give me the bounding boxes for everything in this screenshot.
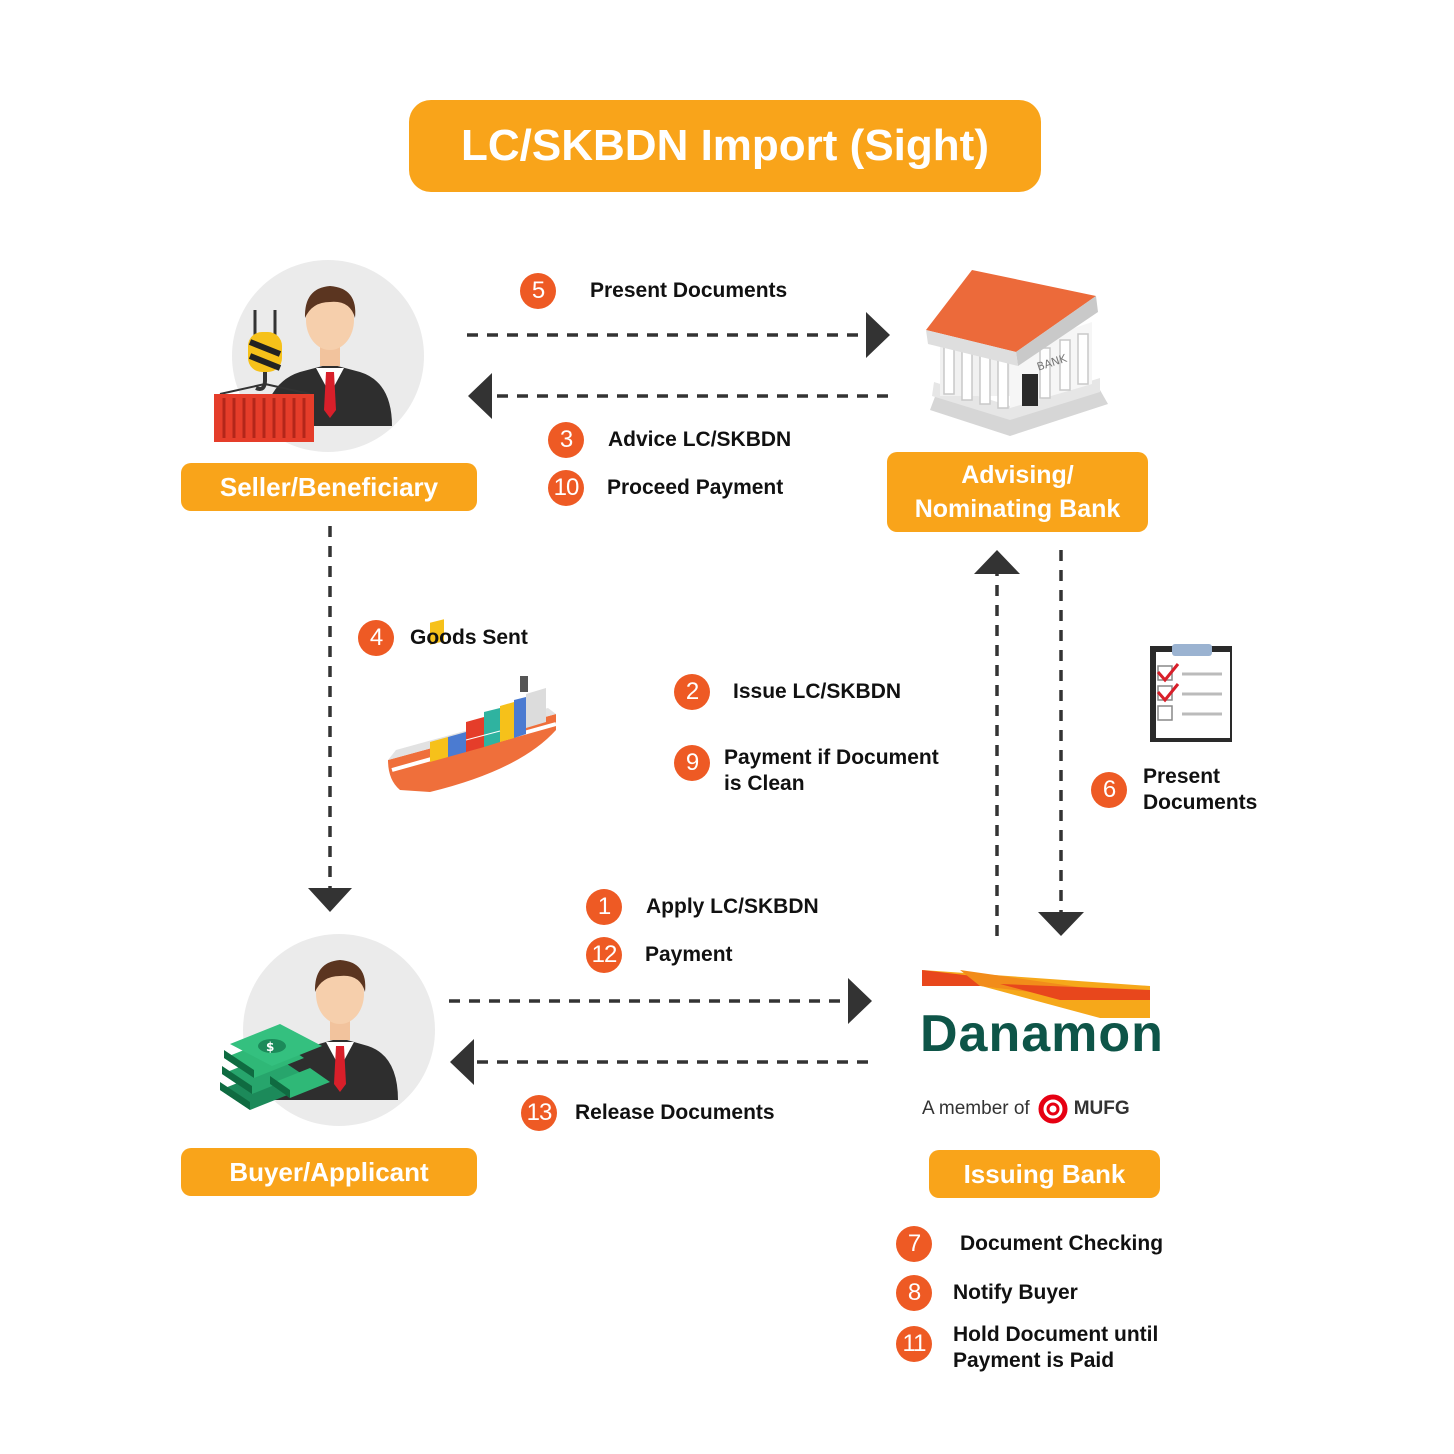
step-text: Document Checking	[960, 1232, 1164, 1255]
step-number: 9	[674, 745, 710, 781]
member-of-mufg: A member of MUFG	[922, 1094, 1130, 1124]
step-number: 13	[521, 1095, 557, 1131]
step-number: 12	[586, 937, 622, 973]
advising-bank-label-line2: Nominating Bank	[914, 495, 1121, 523]
step-text: Present Documents	[1143, 764, 1257, 816]
step-4: 4 Goods Sent	[358, 620, 528, 656]
step-1: 1 Apply LC/SKBDN	[586, 889, 819, 925]
danamon-logo-text: Danamon	[920, 1005, 1164, 1063]
step-number: 8	[896, 1275, 932, 1311]
danamon-logo-mark	[922, 970, 1150, 1018]
step-number: 6	[1091, 772, 1127, 808]
step-text: Notify Buyer	[953, 1281, 1078, 1304]
step-9: 9 Payment if Document is Clean	[674, 745, 939, 797]
step-number: 4	[358, 620, 394, 656]
cargo-ship-illustration	[388, 619, 557, 792]
bank-building-illustration: BANK	[926, 270, 1108, 436]
step-3: 3 Advice LC/SKBDN	[548, 422, 791, 458]
advising-bank-label-line1: Advising/	[961, 461, 1074, 489]
step-text: Payment	[645, 943, 733, 966]
step-text: Advice LC/SKBDN	[608, 428, 792, 451]
step-text-line2: is Clean	[724, 772, 805, 795]
step-5: 5 Present Documents	[520, 273, 787, 309]
advising-bank-label: Advising/ Nominating Bank	[887, 452, 1148, 532]
step-6: 6 Present Documents	[1091, 764, 1257, 816]
step-number: 10	[548, 470, 584, 506]
arrowhead-right-2	[848, 978, 872, 1024]
step-7: 7 Document Checking	[896, 1226, 1163, 1262]
arrowhead-left-2	[450, 1039, 474, 1085]
step-text: Present Documents	[590, 279, 788, 302]
step-13: 13 Release Documents	[521, 1095, 775, 1131]
step-number: 3	[548, 422, 584, 458]
step-number: 7	[896, 1226, 932, 1262]
step-text-line2: Payment is Paid	[953, 1349, 1115, 1372]
step-text-line1: Present	[1143, 765, 1221, 788]
step-text: Hold Document until Payment is Paid	[953, 1322, 1158, 1374]
step-text: Release Documents	[575, 1101, 775, 1124]
step-text: Payment if Document is Clean	[724, 745, 939, 797]
diagram-title: LC/SKBDN Import (Sight)	[409, 100, 1041, 192]
mufg-text: MUFG	[1073, 1098, 1130, 1119]
step-text: Issue LC/SKBDN	[733, 680, 902, 703]
step-text: Goods Sent	[410, 626, 528, 649]
step-number: 1	[586, 889, 622, 925]
step-text: Apply LC/SKBDN	[646, 895, 819, 918]
step-8: 8 Notify Buyer	[896, 1275, 1078, 1311]
arrowhead-right-1	[866, 312, 890, 358]
step-text-line2: Documents	[1143, 791, 1258, 814]
seller-beneficiary-label: Seller/Beneficiary	[181, 463, 477, 511]
step-text: Proceed Payment	[607, 476, 784, 499]
svg-text:$: $	[266, 1040, 274, 1054]
step-2: 2 Issue LC/SKBDN	[674, 674, 901, 710]
issuing-bank-label: Issuing Bank	[929, 1150, 1160, 1198]
member-of-text: A member of	[922, 1098, 1030, 1119]
arrowhead-left-1	[468, 373, 492, 419]
step-number: 5	[520, 273, 556, 309]
step-12: 12 Payment	[586, 937, 733, 973]
arrowhead-down-1	[308, 888, 352, 912]
step-text-line1: Hold Document until	[953, 1323, 1159, 1346]
clipboard-checklist-icon	[1150, 644, 1232, 742]
arrowhead-down-2	[1038, 912, 1084, 936]
buyer-avatar-illustration: $	[220, 934, 435, 1126]
step-10: 10 Proceed Payment	[548, 470, 783, 506]
step-number: 2	[674, 674, 710, 710]
mufg-logo-icon	[1038, 1094, 1068, 1124]
step-number: 11	[896, 1326, 932, 1362]
arrowhead-up-1	[974, 550, 1020, 574]
buyer-applicant-label: Buyer/Applicant	[181, 1148, 477, 1196]
seller-avatar-illustration	[214, 260, 424, 452]
step-11: 11 Hold Document until Payment is Paid	[896, 1322, 1158, 1374]
step-text-line1: Payment if Document	[724, 746, 939, 769]
